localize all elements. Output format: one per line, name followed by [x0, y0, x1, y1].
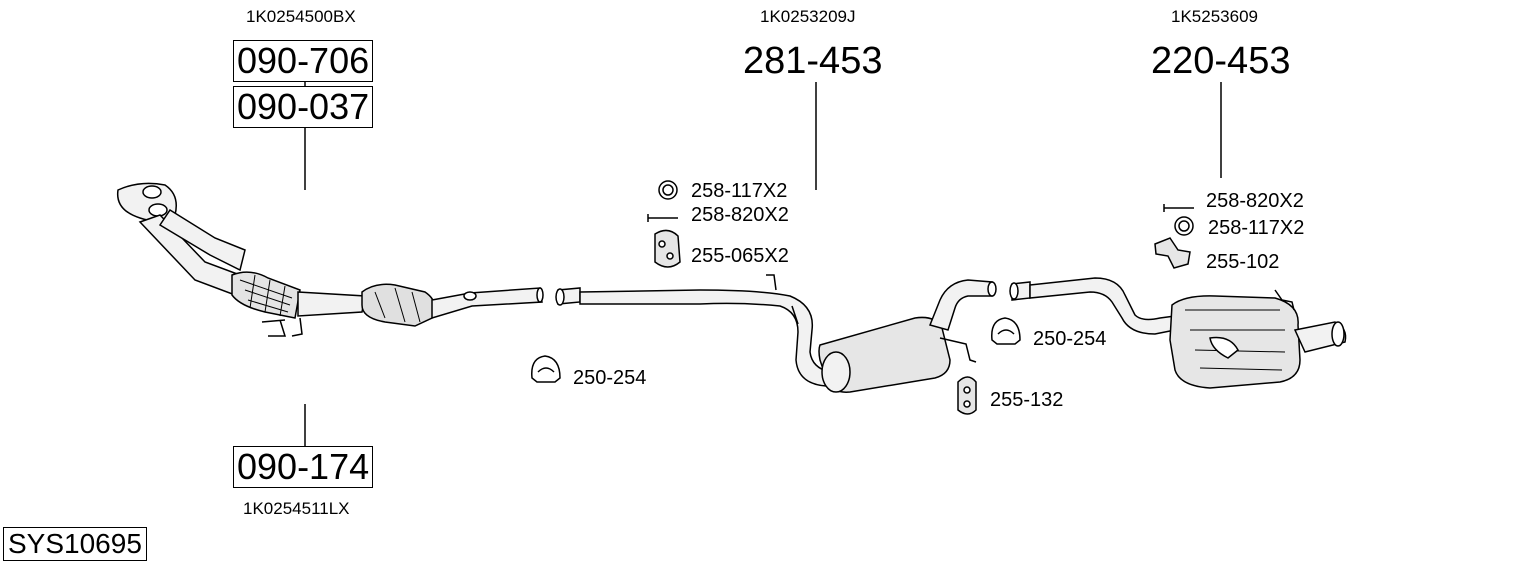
- accessory-label[interactable]: 255-065X2: [691, 245, 789, 267]
- rubber-hanger-icon: [654, 229, 681, 268]
- accessory-label[interactable]: 255-132: [990, 389, 1064, 411]
- accessory-label[interactable]: 258-820X2: [1206, 190, 1304, 212]
- accessory-label[interactable]: 258-117X2: [691, 180, 788, 202]
- oe-number-front-bottom: 1K0254511LX: [243, 499, 350, 518]
- clamp-icon: [991, 317, 1021, 345]
- accessory-label[interactable]: 258-820X2: [691, 204, 789, 226]
- clamp-icon: [531, 355, 561, 383]
- rubber-mount-icon: [957, 376, 977, 415]
- bracket-icon: [1154, 237, 1191, 269]
- middle-silencer-icon: [555, 274, 997, 393]
- rear-silencer-icon: [1009, 277, 1347, 389]
- part-number-middle[interactable]: 281-453: [743, 40, 883, 82]
- oe-number-front-top: 1K0254500BX: [246, 7, 356, 26]
- part-number-box[interactable]: 090-174: [233, 446, 374, 488]
- accessory-label[interactable]: 250-254: [573, 367, 647, 389]
- part-number-rear[interactable]: 220-453: [1151, 40, 1291, 82]
- system-code: SYS10695: [3, 527, 147, 561]
- oe-number-rear: 1K5253609: [1171, 7, 1258, 26]
- oe-number-middle: 1K0253209J: [760, 7, 856, 26]
- ring-gasket-icon: [658, 180, 678, 200]
- part-number-box[interactable]: 090-706: [233, 40, 374, 82]
- bolt-icon: [647, 214, 678, 222]
- front-pipe-icon: [116, 182, 544, 337]
- accessory-label[interactable]: 258-117X2: [1208, 217, 1305, 239]
- accessory-label[interactable]: 250-254: [1033, 328, 1107, 350]
- bolt-icon: [1163, 204, 1194, 212]
- accessory-label[interactable]: 255-102: [1206, 251, 1280, 273]
- ring-gasket-icon: [1174, 216, 1194, 236]
- part-number-box[interactable]: 090-037: [233, 86, 374, 128]
